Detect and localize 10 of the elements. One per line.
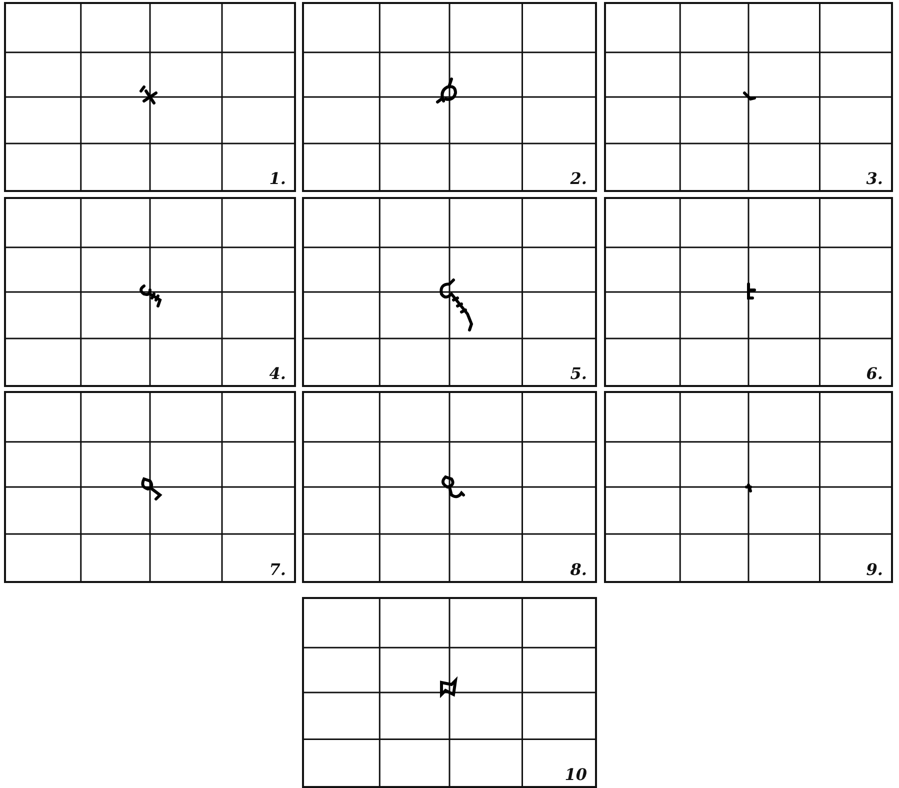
panel-number: 5. bbox=[570, 364, 587, 383]
panel-number: 7. bbox=[269, 560, 286, 579]
panel-number: 1. bbox=[269, 169, 286, 188]
panel-number: 4. bbox=[269, 364, 286, 383]
panel-number: 2. bbox=[570, 169, 587, 188]
panel-number: 9. bbox=[866, 560, 883, 579]
panel-number: 8. bbox=[570, 560, 587, 579]
panel-number: 3. bbox=[866, 169, 883, 188]
panel-number: 6. bbox=[866, 364, 883, 383]
panel-number: 10 bbox=[564, 765, 587, 784]
